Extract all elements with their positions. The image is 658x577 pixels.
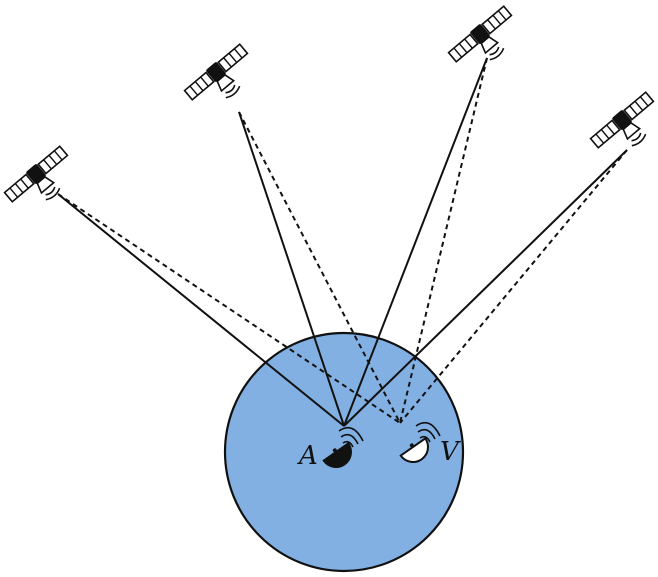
satellite-icon — [182, 41, 263, 118]
receiver-v: V — [399, 421, 461, 467]
signal-path-sat-3-to-a — [343, 57, 488, 427]
signal-paths — [57, 57, 628, 427]
satellite-icon — [446, 3, 527, 80]
receiver-a: A — [297, 426, 364, 471]
satellite-dish-icon — [322, 442, 352, 468]
signal-path-sat-4-to-a — [343, 149, 628, 427]
signal-waves-icon — [415, 421, 441, 443]
signal-path-sat-4-to-v — [399, 149, 628, 424]
satellite-icon — [2, 143, 83, 220]
signal-path-sat-1-to-v — [57, 193, 401, 424]
satellite-dish-icon — [399, 437, 429, 463]
receiver-v-label: V — [440, 437, 461, 467]
signal-path-sat-1-to-a — [57, 193, 345, 427]
receiver-a-label: A — [297, 441, 318, 471]
signal-path-sat-3-to-v — [399, 57, 488, 424]
signal-path-sat-2-to-a — [238, 111, 345, 427]
signal-path-sat-2-to-v — [238, 111, 401, 424]
signal-waves-icon — [338, 426, 364, 448]
